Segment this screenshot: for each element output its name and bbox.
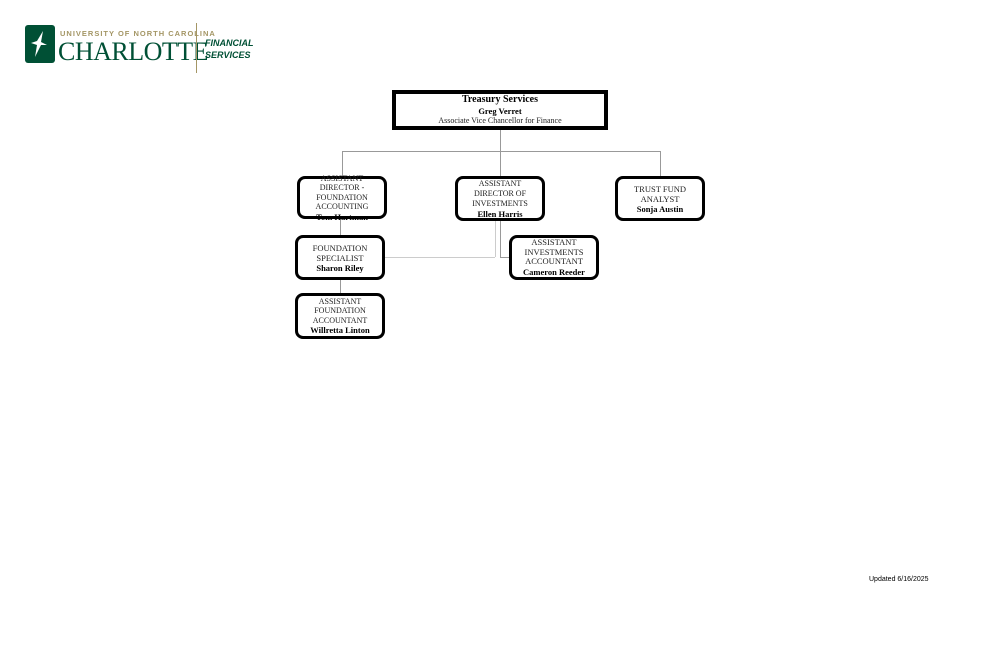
connector [340,218,341,235]
connector [342,151,343,176]
connector [340,279,341,293]
connector [384,257,495,258]
org-node-ad-foundation: ASSISTANT DIRECTOR - FOUNDATION ACCOUNTI… [297,174,387,222]
logo-university: UNIVERSITY OF NORTH CAROLINA [60,29,216,38]
logo-name: CHARLOTTE [58,37,209,66]
org-node-root: Treasury Services Greg Verret Associate … [392,90,608,130]
connector [495,220,496,257]
connector [660,151,661,176]
connector [342,151,660,152]
logo-divider [196,23,197,73]
connector [500,129,501,176]
connector [500,220,501,257]
connector [500,257,509,258]
updated-date: Updated 6/16/2025 [869,576,929,583]
logo-mark-icon [25,25,55,63]
